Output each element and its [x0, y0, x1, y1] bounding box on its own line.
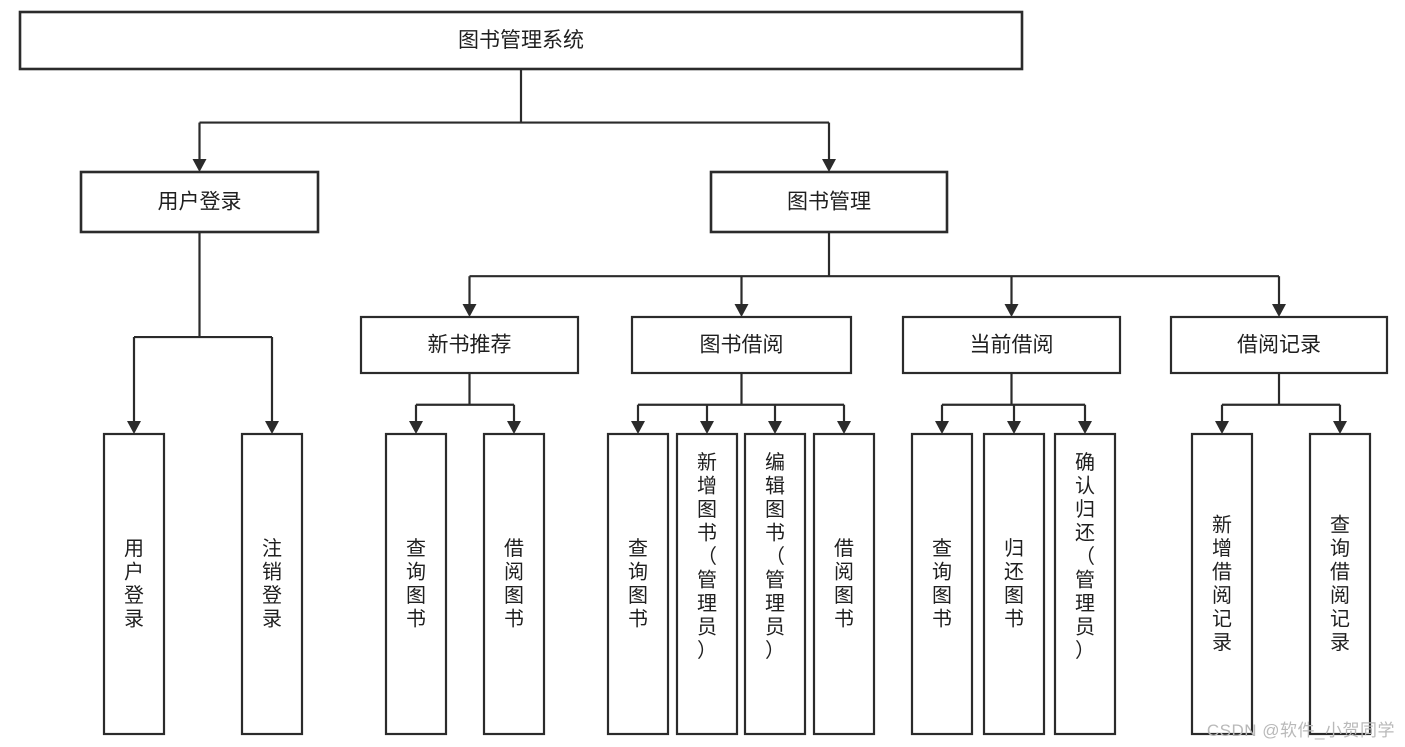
node-label: 图书借阅: [700, 334, 784, 357]
node-root[interactable]: 图书管理系统: [18, 10, 1024, 71]
node-box: [1190, 432, 1254, 736]
node-label: 图书管理系统: [458, 29, 584, 52]
arrow-head: [409, 421, 423, 434]
arrow-head: [127, 421, 141, 434]
node-box: [1169, 315, 1389, 375]
arrow-head: [265, 421, 279, 434]
node-label: 编辑图书（管理员）: [765, 451, 785, 662]
node-label: 新增图书（管理员）: [697, 451, 717, 662]
node-box: [743, 432, 807, 736]
node-box: [606, 432, 670, 736]
node-label: 用户登录: [124, 538, 144, 631]
node-leaf-add-book[interactable]: 新增图书（管理员）: [675, 432, 739, 736]
arrow-head: [700, 421, 714, 434]
arrow-head: [935, 421, 949, 434]
node-leaf-borrow-book-1[interactable]: 借阅图书: [482, 432, 546, 736]
arrow-head: [837, 421, 851, 434]
arrow-head: [822, 159, 836, 172]
node-leaf-user-login[interactable]: 用户登录: [102, 432, 166, 736]
node-leaf-return-book[interactable]: 归还图书: [982, 432, 1046, 736]
arrow-head: [507, 421, 521, 434]
node-new-book-rec[interactable]: 新书推荐: [359, 315, 580, 375]
arrow-head: [1007, 421, 1021, 434]
node-box: [709, 170, 949, 234]
arrow-head: [192, 159, 207, 172]
node-box: [982, 432, 1046, 736]
node-leaf-query-book-3[interactable]: 查询图书: [910, 432, 974, 736]
node-leaf-edit-book[interactable]: 编辑图书（管理员）: [743, 432, 807, 736]
node-label: 图书管理: [787, 191, 871, 214]
node-label: 查询图书: [932, 537, 952, 631]
node-box: [384, 432, 448, 736]
node-leaf-query-book-1[interactable]: 查询图书: [384, 432, 448, 736]
node-box: [812, 432, 876, 736]
node-box: [359, 315, 580, 375]
node-box: [630, 315, 853, 375]
node-box: [901, 315, 1122, 375]
arrow-head: [631, 421, 645, 434]
node-box: [1053, 432, 1117, 736]
node-box: [102, 432, 166, 736]
arrow-head: [1004, 304, 1019, 317]
node-label: 借阅图书: [834, 537, 854, 631]
node-label: 查询借阅记录: [1330, 514, 1350, 655]
node-box: [18, 10, 1024, 71]
edge-layer: [127, 69, 1347, 434]
node-layer: 图书管理系统用户登录图书管理新书推荐图书借阅当前借阅借阅记录用户登录注销登录查询…: [18, 10, 1389, 736]
arrow-head: [1078, 421, 1092, 434]
node-book-manage[interactable]: 图书管理: [709, 170, 949, 234]
node-label: 注销登录: [262, 537, 282, 631]
node-box: [675, 432, 739, 736]
node-leaf-confirm-return[interactable]: 确认归还（管理员）: [1053, 432, 1117, 736]
node-box: [910, 432, 974, 736]
node-label: 借阅记录: [1237, 334, 1321, 357]
node-label: 当前借阅: [970, 334, 1054, 357]
node-label: 归还图书: [1004, 537, 1024, 631]
arrow-head: [1333, 421, 1347, 434]
node-label: 查询图书: [628, 537, 648, 631]
node-book-borrow[interactable]: 图书借阅: [630, 315, 853, 375]
node-label: 用户登录: [158, 191, 242, 214]
node-box: [240, 432, 304, 736]
node-leaf-query-book-2[interactable]: 查询图书: [606, 432, 670, 736]
node-borrow-record[interactable]: 借阅记录: [1169, 315, 1389, 375]
node-user-login[interactable]: 用户登录: [79, 170, 320, 234]
arrow-head: [734, 304, 749, 317]
arrow-head: [1215, 421, 1229, 434]
node-label: 确认归还（管理员）: [1075, 451, 1095, 662]
node-leaf-query-record[interactable]: 查询借阅记录: [1308, 432, 1372, 736]
node-box: [79, 170, 320, 234]
node-leaf-user-logout[interactable]: 注销登录: [240, 432, 304, 736]
arrow-head: [462, 304, 477, 317]
node-box: [482, 432, 546, 736]
arrow-head: [768, 421, 782, 434]
node-leaf-add-record[interactable]: 新增借阅记录: [1190, 432, 1254, 736]
node-current-borrow[interactable]: 当前借阅: [901, 315, 1122, 375]
node-label: 查询图书: [406, 537, 426, 631]
node-label: 新增借阅记录: [1212, 514, 1232, 655]
node-leaf-borrow-book-2[interactable]: 借阅图书: [812, 432, 876, 736]
node-label: 新书推荐: [428, 334, 512, 357]
node-label: 借阅图书: [504, 537, 524, 631]
arrow-head: [1272, 304, 1286, 317]
node-box: [1308, 432, 1372, 736]
